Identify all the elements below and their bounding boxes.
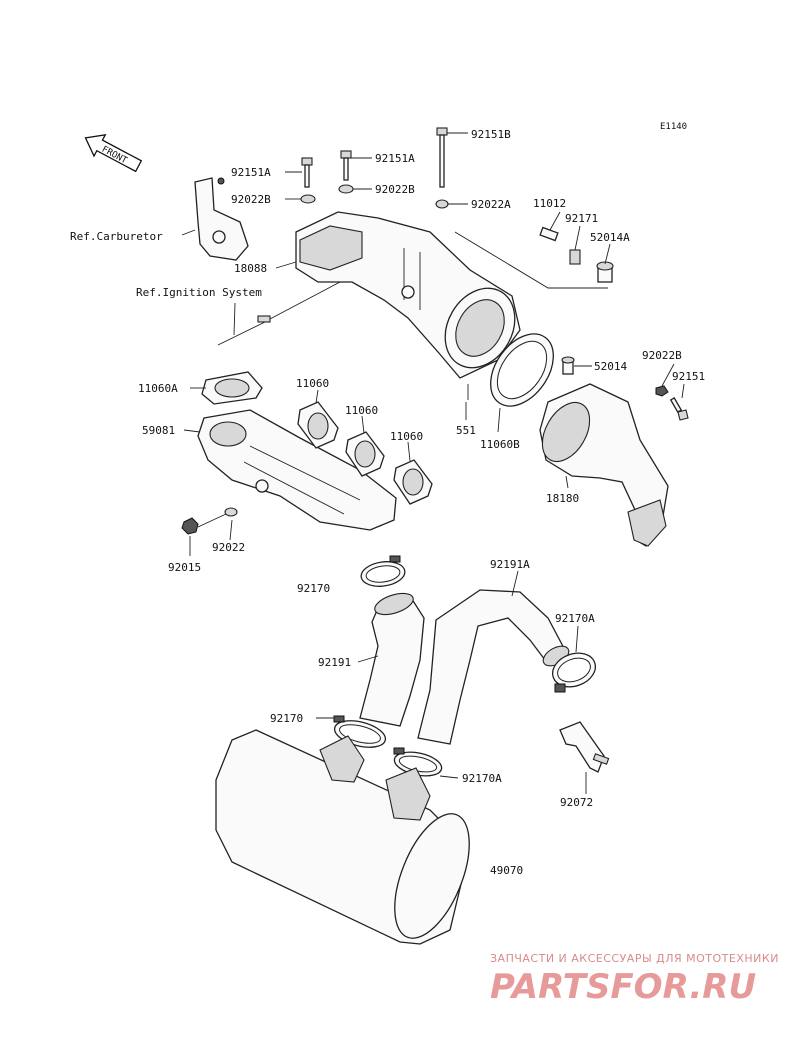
label-92151A-mid: 92151A <box>375 152 415 165</box>
label-49070: 49070 <box>490 864 523 877</box>
fitting-52014A <box>596 243 614 283</box>
label-92171: 92171 <box>565 212 598 225</box>
label-92170-top: 92170 <box>297 582 330 595</box>
washer-92022B-right <box>655 363 675 397</box>
label-92022B-right: 92022B <box>642 349 682 362</box>
washer-92022 <box>197 507 238 541</box>
label-52014A: 52014A <box>590 231 630 244</box>
hose-92191 <box>357 592 425 727</box>
label-92151B: 92151B <box>471 128 511 141</box>
label-92151A-left: 92151A <box>231 166 271 179</box>
gasket-11060A <box>190 371 263 405</box>
bolt-92151A-mid <box>340 150 372 181</box>
watermark-tagline: ЗАПЧАСТИ И АКСЕССУАРЫ ДЛЯ МОТОТЕХНИКИ <box>490 952 779 965</box>
label-92015: 92015 <box>168 561 201 574</box>
gasket-11060-2 <box>345 415 385 477</box>
bolt-92151-right <box>669 383 689 421</box>
label-92170A-lower: 92170A <box>462 772 502 785</box>
label-92191: 92191 <box>318 656 351 669</box>
label-92022: 92022 <box>212 541 245 554</box>
label-92072: 92072 <box>560 796 593 809</box>
ref-ignition-label: Ref.Ignition System <box>136 286 262 299</box>
label-18180: 18180 <box>546 492 579 505</box>
elbow-18180 <box>539 383 669 547</box>
pin-551 <box>465 384 469 420</box>
label-11060-1: 11060 <box>296 377 329 390</box>
label-52014: 52014 <box>594 360 627 373</box>
gasket-11060-1 <box>297 389 339 449</box>
watermark-logo: PARTSFOR.RU <box>490 967 756 1007</box>
washer-92022B-mid <box>338 184 372 194</box>
label-11060B: 11060B <box>480 438 520 451</box>
label-92170A-right: 92170A <box>555 612 595 625</box>
label-92170-mid: 92170 <box>270 712 303 725</box>
clamp-92170-top <box>360 555 406 587</box>
label-92191A: 92191A <box>490 558 530 571</box>
bolt-92151A-left <box>285 157 313 188</box>
label-551: 551 <box>456 424 476 437</box>
hose-92191A <box>417 570 570 745</box>
clamp-92170A-right <box>551 625 597 693</box>
label-92022B-left: 92022B <box>231 193 271 206</box>
strap-92072 <box>559 721 610 794</box>
label-18088: 18088 <box>234 262 267 275</box>
muffler-49070 <box>215 729 470 945</box>
fitting-52014 <box>561 356 592 375</box>
label-92151-right: 92151 <box>672 370 705 383</box>
washer-92022B-left <box>285 194 316 204</box>
label-11060A: 11060A <box>138 382 178 395</box>
gasket-11060B <box>490 333 554 433</box>
ref-carburetor-label: Ref.Carburetor <box>70 230 163 243</box>
label-11012: 11012 <box>533 197 566 210</box>
fitting-92171 <box>569 225 581 265</box>
label-11060-3: 11060 <box>390 430 423 443</box>
bolt-92151B <box>436 127 468 188</box>
nut-92015 <box>181 517 199 556</box>
label-92022B-mid: 92022B <box>375 183 415 196</box>
gasket-11060-3 <box>393 441 433 505</box>
label-59081: 59081 <box>142 424 175 437</box>
ignition-wire <box>217 281 341 346</box>
washer-92022A <box>435 199 468 209</box>
manifold-59081 <box>183 409 397 531</box>
diagram-code: E1140 <box>660 122 687 132</box>
fitting-11012 <box>539 211 561 242</box>
label-92022A: 92022A <box>471 198 511 211</box>
carburetor-bracket <box>181 177 249 261</box>
front-arrow-icon: FRONT <box>84 133 143 173</box>
label-11060-2: 11060 <box>345 404 378 417</box>
exhaust-pipe-18088 <box>295 211 521 379</box>
